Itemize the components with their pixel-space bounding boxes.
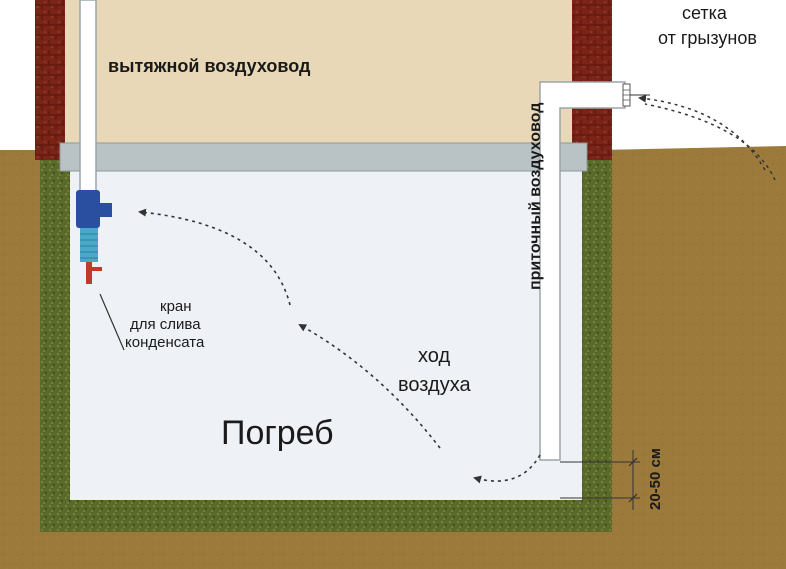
dimension-ticks — [628, 457, 638, 503]
brick-wall-right — [572, 0, 612, 160]
exhaust-cap-outlet — [98, 203, 112, 217]
floor-slab — [59, 142, 588, 172]
airflow-label-line1: ход — [418, 345, 451, 367]
airflow-label-line2: воздуха — [398, 374, 471, 396]
rodent-mesh-label-line2: от грызунов — [658, 28, 757, 48]
exhaust-cap — [76, 190, 100, 228]
drain-valve-label-line3: конденсата — [125, 334, 205, 351]
airflow-arrow-intake — [473, 454, 541, 484]
rodent-mesh-label-line1: сетка — [682, 3, 727, 23]
filter — [80, 228, 98, 262]
drain-valve-label-line2: для слива — [130, 316, 201, 333]
dimension-lines — [560, 450, 640, 510]
exhaust-duct-label: вытяжной воздуховод — [108, 56, 311, 76]
cellar-interior — [70, 170, 582, 500]
drain-valve-label-line1: кран — [160, 298, 192, 315]
exhaust-duct-pipe — [79, 0, 97, 201]
drain-valve-body — [86, 262, 92, 284]
room-interior — [60, 0, 575, 145]
brick-wall-left — [35, 0, 65, 160]
gap-dimension-label: 20-50 см — [647, 448, 664, 510]
airflow-arrow-rising — [298, 324, 441, 449]
drain-valve-handle — [92, 267, 102, 271]
cellar-label: Погреб — [221, 414, 334, 452]
supply-duct-label: приточный воздуховод — [527, 102, 544, 290]
outside-air-arrow-1 — [638, 94, 766, 171]
outside-air-arrow-2 — [644, 103, 776, 181]
supply-duct-pipe — [539, 81, 626, 461]
drain-valve-leader — [99, 293, 125, 351]
